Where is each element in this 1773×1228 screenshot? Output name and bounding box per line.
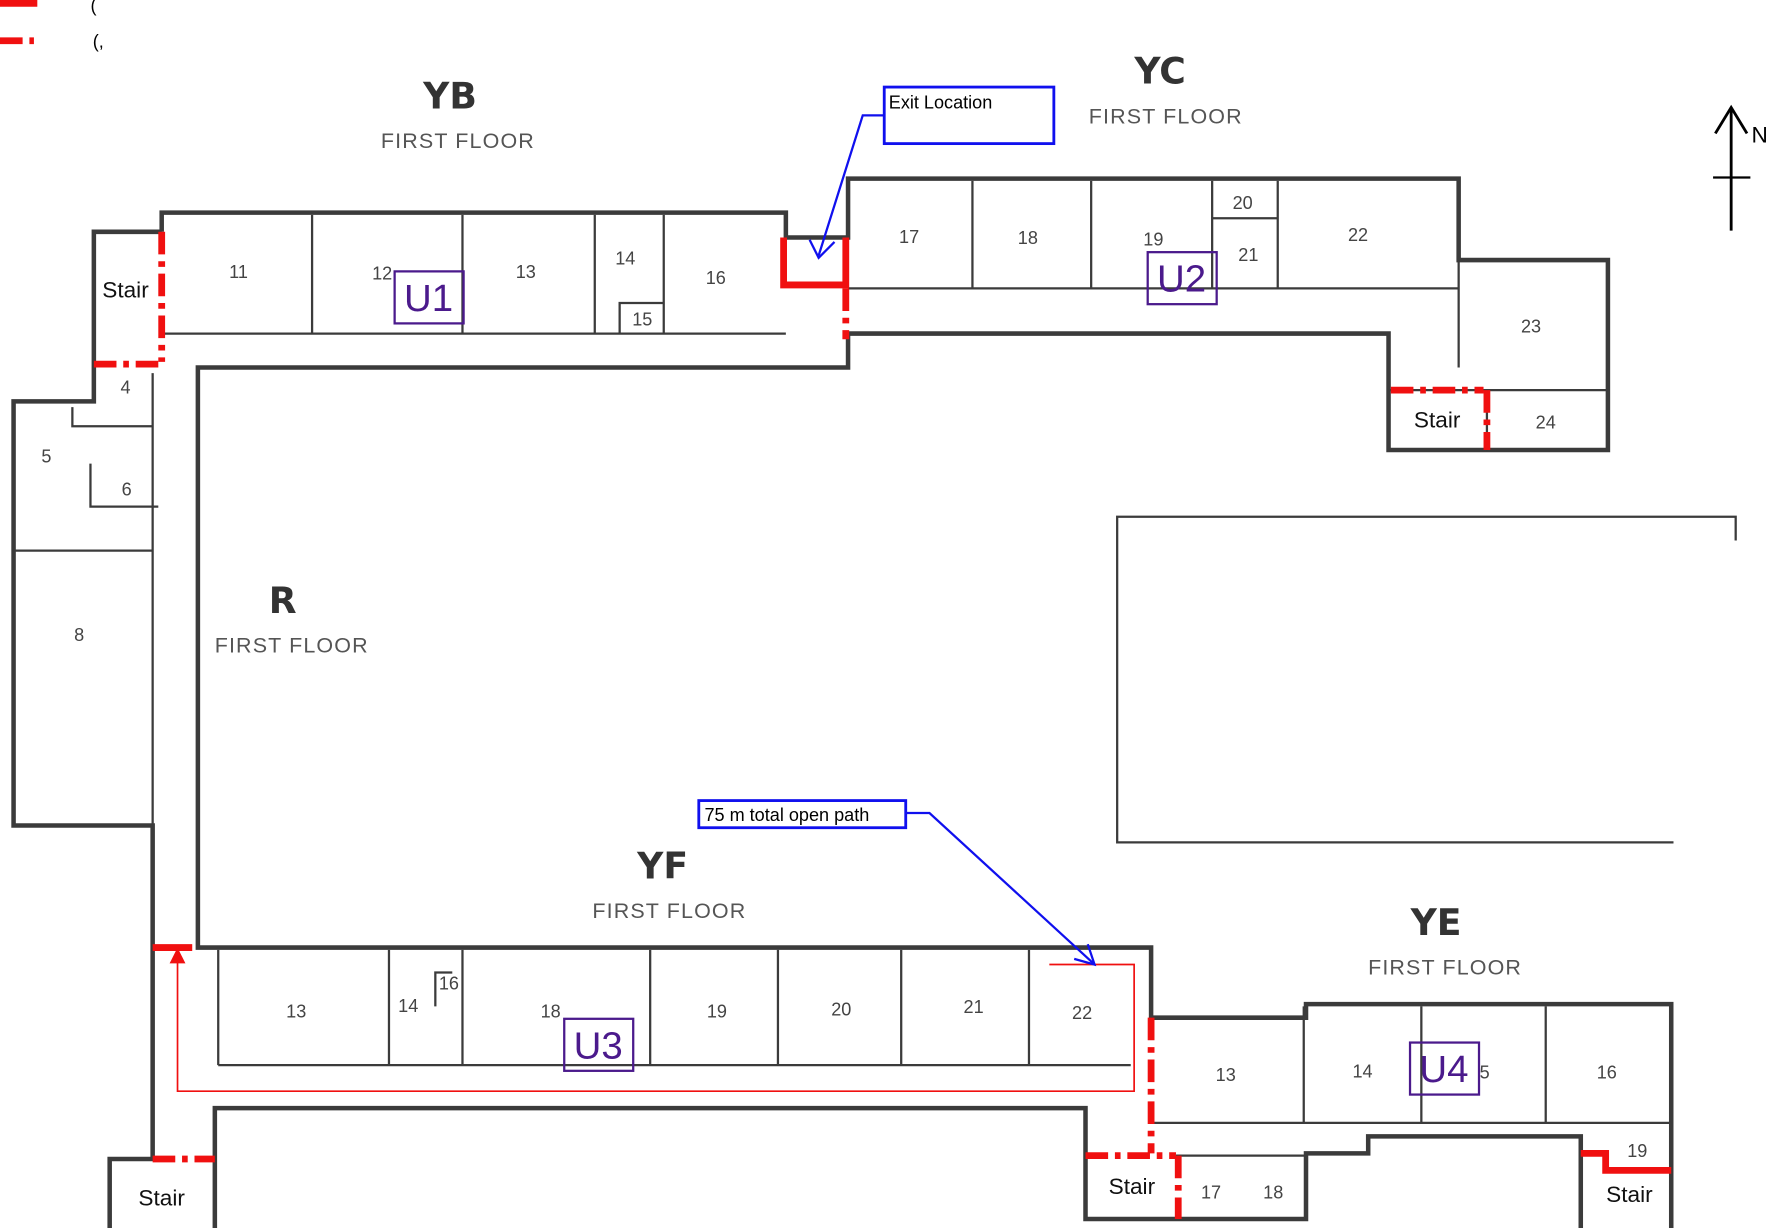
legend-label: (	[90, 0, 96, 15]
room-number: 16	[439, 973, 459, 993]
room-number: 16	[1597, 1063, 1617, 1083]
room-number: 21	[1238, 245, 1258, 265]
room-number: 16	[706, 268, 726, 288]
wing-label-yf: YF	[636, 845, 688, 888]
room-number: 18	[1263, 1183, 1283, 1203]
floor-label: FIRST FLOOR	[1089, 104, 1243, 128]
north-arrow-icon: N	[1713, 104, 1768, 231]
open-path-callout: 75 m total open path	[697, 799, 1097, 967]
room-number: 13	[1216, 1065, 1236, 1085]
exit-location-callout: Exit Location	[808, 85, 1056, 260]
room-number: 19	[1627, 1141, 1647, 1161]
room-number: 14	[1352, 1062, 1372, 1082]
north-label: N	[1752, 122, 1768, 147]
stair-label: Stair	[102, 277, 149, 302]
room-number: 15	[632, 310, 652, 330]
unit-label: U4	[1419, 1048, 1468, 1091]
unit-label: U3	[574, 1024, 623, 1067]
room-number: 24	[1536, 413, 1556, 433]
room-number: 21	[964, 997, 984, 1017]
walls	[11, 176, 1737, 1228]
wing-label-yc: YC	[1133, 50, 1185, 93]
callout-text: 75 m total open path	[704, 805, 869, 825]
wing-label-yb: YB	[422, 75, 477, 118]
unit-label: U1	[404, 277, 453, 320]
room-number: 17	[899, 227, 919, 247]
wing-label-r: R	[269, 579, 297, 622]
room-number: 19	[1143, 229, 1163, 249]
unit-label: U2	[1157, 258, 1206, 301]
wing-label-ye: YE	[1410, 901, 1462, 944]
exit-markings	[93, 231, 1672, 1219]
floor-label: FIRST FLOOR	[381, 129, 535, 153]
room-number: 11	[229, 262, 248, 282]
room-number: 13	[516, 262, 536, 282]
room-number: 13	[286, 1002, 306, 1022]
room-number: 5	[1480, 1063, 1490, 1083]
room-number: 17	[1201, 1183, 1221, 1203]
room-numbers: 11 12 13 14 15 16 4 5 6 8 17 18 19 20 21…	[41, 193, 1647, 1202]
stair-label: Stair	[138, 1185, 185, 1210]
unit-markers: U1 U2 U3 U4	[393, 251, 1481, 1096]
legend-label: (,	[93, 31, 104, 51]
room-number: 19	[707, 1002, 727, 1022]
floor-label: FIRST FLOOR	[1368, 956, 1522, 980]
room-number: 22	[1072, 1003, 1092, 1023]
room-number: 8	[74, 625, 84, 645]
floor-label: FIRST FLOOR	[592, 899, 746, 923]
stair-label: Stair	[1606, 1182, 1653, 1207]
room-number: 18	[1018, 228, 1038, 248]
stairs: Stair Stair Stair Stair Stair	[102, 277, 1653, 1210]
floor-label: FIRST FLOOR	[215, 633, 369, 657]
room-number: 14	[398, 996, 418, 1016]
room-number: 5	[41, 446, 51, 466]
stair-label: Stair	[1109, 1174, 1156, 1199]
room-number: 6	[122, 479, 132, 499]
room-number: 20	[831, 999, 851, 1019]
room-number: 4	[120, 378, 130, 398]
callout-text: Exit Location	[889, 93, 993, 113]
room-number: 22	[1348, 225, 1368, 245]
room-number: 20	[1233, 193, 1253, 213]
room-number: 18	[541, 1002, 561, 1022]
room-number: 14	[615, 249, 635, 269]
legend: ( (,	[0, 0, 104, 51]
room-number: 23	[1521, 316, 1541, 336]
stair-label: Stair	[1414, 407, 1461, 432]
room-number: 12	[372, 263, 392, 283]
